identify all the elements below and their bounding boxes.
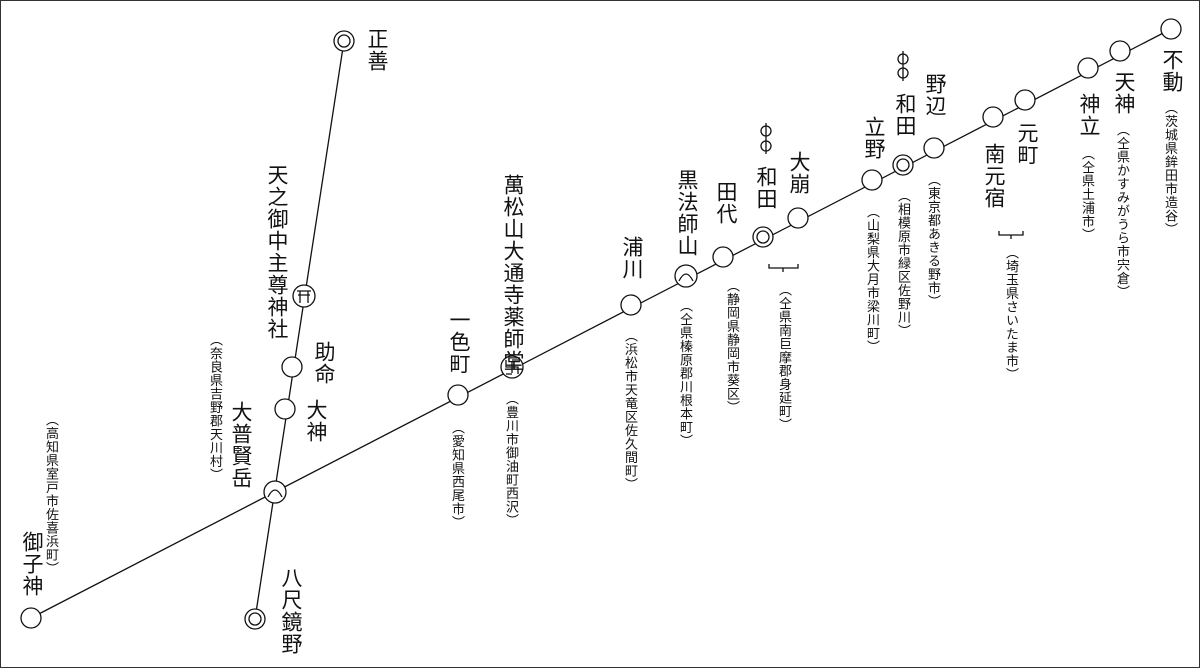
- station-shozen: [333, 30, 355, 52]
- station-name: 大崩: [787, 151, 811, 195]
- station-motomachi: [1014, 89, 1036, 111]
- station-address: （茨城県鉾田市造谷）: [1162, 101, 1177, 236]
- station-omiwa: [274, 398, 296, 420]
- station-name: 不動: [1160, 49, 1184, 93]
- station-name: 元町: [1015, 122, 1039, 166]
- station-name: 野辺: [923, 73, 947, 117]
- station-name: 立野: [862, 116, 886, 160]
- station-tenjin: [1109, 40, 1131, 62]
- brace-mark: [768, 264, 799, 272]
- cross-line: [254, 40, 345, 620]
- temple-icon: [500, 355, 524, 379]
- station-name: 天之御中主尊神社: [265, 164, 289, 340]
- station-fudo: [1160, 18, 1182, 40]
- station-okuzure: [787, 207, 809, 229]
- station-address: （仝県南巨摩郡身延町）: [776, 283, 791, 432]
- mountain-icon: [263, 480, 287, 504]
- station-address: （浜松市天竜区佐久間町）: [622, 329, 637, 491]
- main-line: [30, 28, 1172, 619]
- station-name: 黒法師山: [675, 169, 699, 257]
- brace-mark: [998, 231, 1024, 239]
- station-name: 一色町: [447, 309, 471, 375]
- station-name: 神立: [1077, 93, 1101, 137]
- shrine-icon: [292, 284, 316, 308]
- station-tashiro: [712, 246, 734, 268]
- station-name: 正善: [365, 28, 389, 72]
- station-wada2: [752, 226, 774, 248]
- station-name: 八尺鏡野: [279, 567, 303, 655]
- station-mikogami: [20, 607, 42, 629]
- station-minamimotojuku: [982, 106, 1004, 128]
- station-yata: [244, 608, 266, 630]
- station-isshiki: [447, 384, 469, 406]
- station-name: 大神: [304, 399, 328, 443]
- station-urakawa: [620, 294, 642, 316]
- ring-pair-icon: [897, 51, 909, 81]
- station-address: （高知県室戸市佐喜浜町）: [43, 413, 58, 575]
- station-address: （豊川市御油町西沢）: [503, 392, 518, 527]
- station-name: 大普賢岳: [229, 401, 253, 489]
- station-name: 和田: [893, 93, 917, 137]
- station-name: 田代: [714, 181, 738, 225]
- station-name: 南元宿: [982, 143, 1006, 209]
- ring-pair-icon: [760, 123, 772, 154]
- station-address: （奈良県吉野郡天川村）: [207, 333, 222, 482]
- station-wada1: [892, 154, 914, 176]
- station-nobe: [923, 137, 945, 159]
- mountain-icon: [674, 264, 698, 288]
- station-kandatsu: [1077, 57, 1099, 79]
- station-name: 萬松山大通寺薬師堂: [501, 174, 525, 372]
- station-tatsuno: [861, 169, 883, 191]
- station-address: （山梨県大月市梁川町）: [864, 205, 879, 354]
- station-address: （仝県榛原郡川根本町）: [677, 299, 692, 448]
- station-address: （相模原市緑区佐野川）: [895, 189, 910, 338]
- station-sukemei: [281, 356, 303, 378]
- station-address: （東京都あきる野市）: [925, 173, 940, 308]
- station-name: 天神: [1112, 71, 1136, 115]
- station-address: （静岡県静岡市葵区）: [724, 279, 739, 414]
- station-address: （愛知県西尾市）: [449, 421, 464, 529]
- station-address: （仝県かすみがうら市宍倉）: [1114, 123, 1129, 299]
- station-name: 和田: [754, 166, 778, 210]
- station-address: （埼玉県さいたま市）: [1003, 246, 1018, 381]
- station-name: 御子神: [20, 531, 44, 597]
- station-name: 助命: [312, 341, 336, 385]
- station-address: （仝県土浦市）: [1079, 147, 1094, 242]
- station-name: 浦川: [620, 236, 644, 280]
